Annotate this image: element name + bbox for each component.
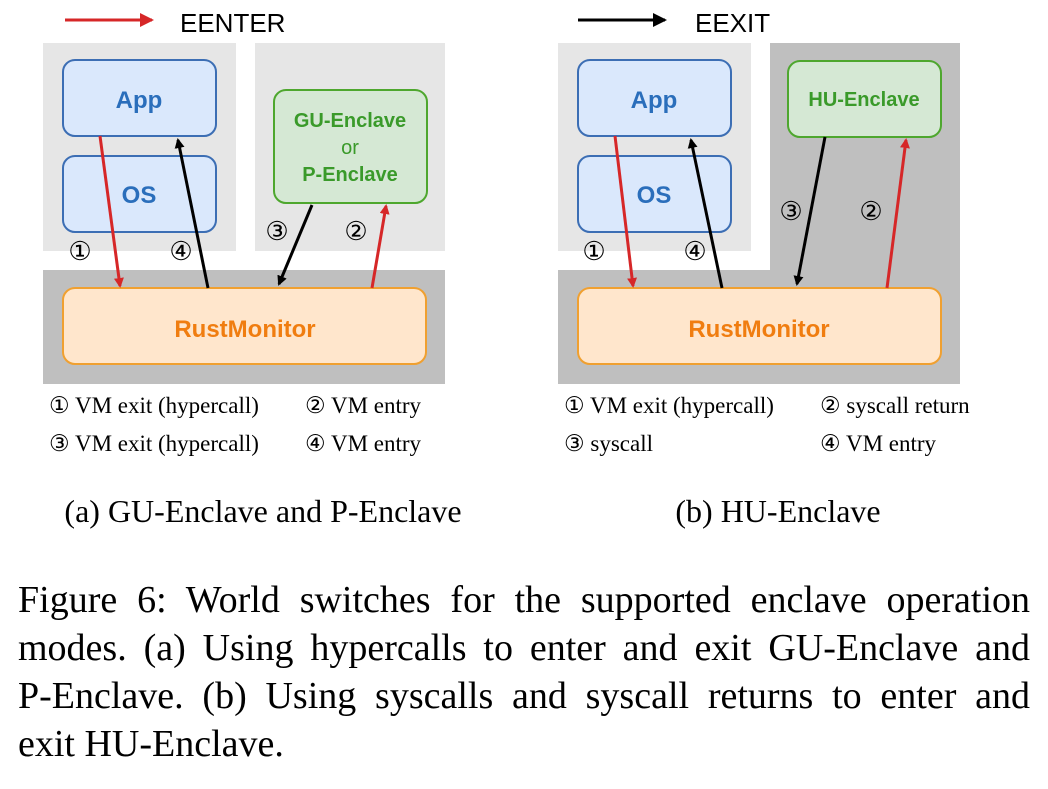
note-1-b: ① VM exit (hypercall): [564, 393, 774, 418]
panel-a: EENTER App OS GU-Enclave or P-Enclave Ru…: [43, 8, 462, 529]
enclave-label-line2: or: [341, 137, 359, 159]
subcaption-b: (b) HU-Enclave: [675, 493, 880, 529]
figure-caption: Figure 6: World switches for the support…: [18, 576, 1030, 768]
rustmonitor-label-b: RustMonitor: [688, 316, 829, 343]
app-label: App: [116, 87, 163, 114]
gu-p-enclave-box: [273, 89, 428, 204]
mark-2: ②: [344, 217, 367, 246]
app-box-b: [577, 59, 732, 137]
os-box: [62, 155, 217, 233]
eenter-legend-label: EENTER: [180, 8, 285, 38]
arrow-1-vm-exit-b: [613, 135, 638, 288]
mark-1: ①: [68, 237, 91, 266]
arrow-3-syscall: [793, 136, 827, 286]
hu-enclave-box: [787, 60, 942, 138]
mark-3: ③: [265, 217, 288, 246]
mark-4-b: ④: [683, 237, 706, 266]
mark-2-b: ②: [859, 197, 882, 226]
note-4: ④ VM entry: [305, 431, 422, 456]
note-2-b: ② syscall return: [820, 393, 970, 418]
rustmonitor-label: RustMonitor: [174, 316, 315, 343]
mark-1-b: ①: [582, 237, 605, 266]
world-switch-diagram: EENTER App OS GU-Enclave or P-Enclave Ru…: [43, 8, 970, 529]
app-label-b: App: [631, 87, 678, 114]
caption-line-1: Figure 6: World switches for the support…: [18, 579, 1030, 621]
mark-3-b: ③: [779, 197, 802, 226]
note-3: ③ VM exit (hypercall): [49, 431, 259, 456]
os-label-b: OS: [637, 182, 672, 209]
enclave-label-line3: P-Enclave: [302, 164, 398, 186]
arrow-3-vm-exit: [277, 204, 314, 286]
subcaption-a: (a) GU-Enclave and P-Enclave: [64, 493, 461, 529]
arrow-4-vm-entry-b: [687, 138, 724, 289]
panel-b: EEXIT App OS HU-Enclave RustMonitor ① ④ …: [558, 8, 970, 529]
caption-line-3: P-Enclave. (b) Using syscalls and syscal…: [18, 675, 1030, 717]
note-2: ② VM entry: [305, 393, 422, 418]
mark-4: ④: [169, 237, 192, 266]
enclave-label-line1: GU-Enclave: [294, 110, 406, 132]
note-3-b: ③ syscall: [564, 431, 653, 456]
note-4-b: ④ VM entry: [820, 431, 937, 456]
rustmonitor-box-b: [577, 287, 942, 365]
os-box-b: [577, 155, 732, 233]
arrow-4-vm-entry: [174, 138, 210, 289]
caption-line-2: modes. (a) Using hypercalls to enter and…: [18, 627, 1030, 669]
os-label: OS: [122, 182, 157, 209]
note-1: ① VM exit (hypercall): [49, 393, 259, 418]
arrow-1-vm-exit: [98, 135, 124, 288]
app-box: [62, 59, 217, 137]
arrow-2-syscall-return: [885, 138, 910, 289]
eexit-legend-label: EEXIT: [695, 8, 770, 38]
hu-enclave-label: HU-Enclave: [808, 89, 919, 111]
rustmonitor-box: [62, 287, 427, 365]
arrow-2-vm-entry: [370, 204, 390, 289]
caption-line-4: exit HU-Enclave.: [18, 723, 284, 765]
